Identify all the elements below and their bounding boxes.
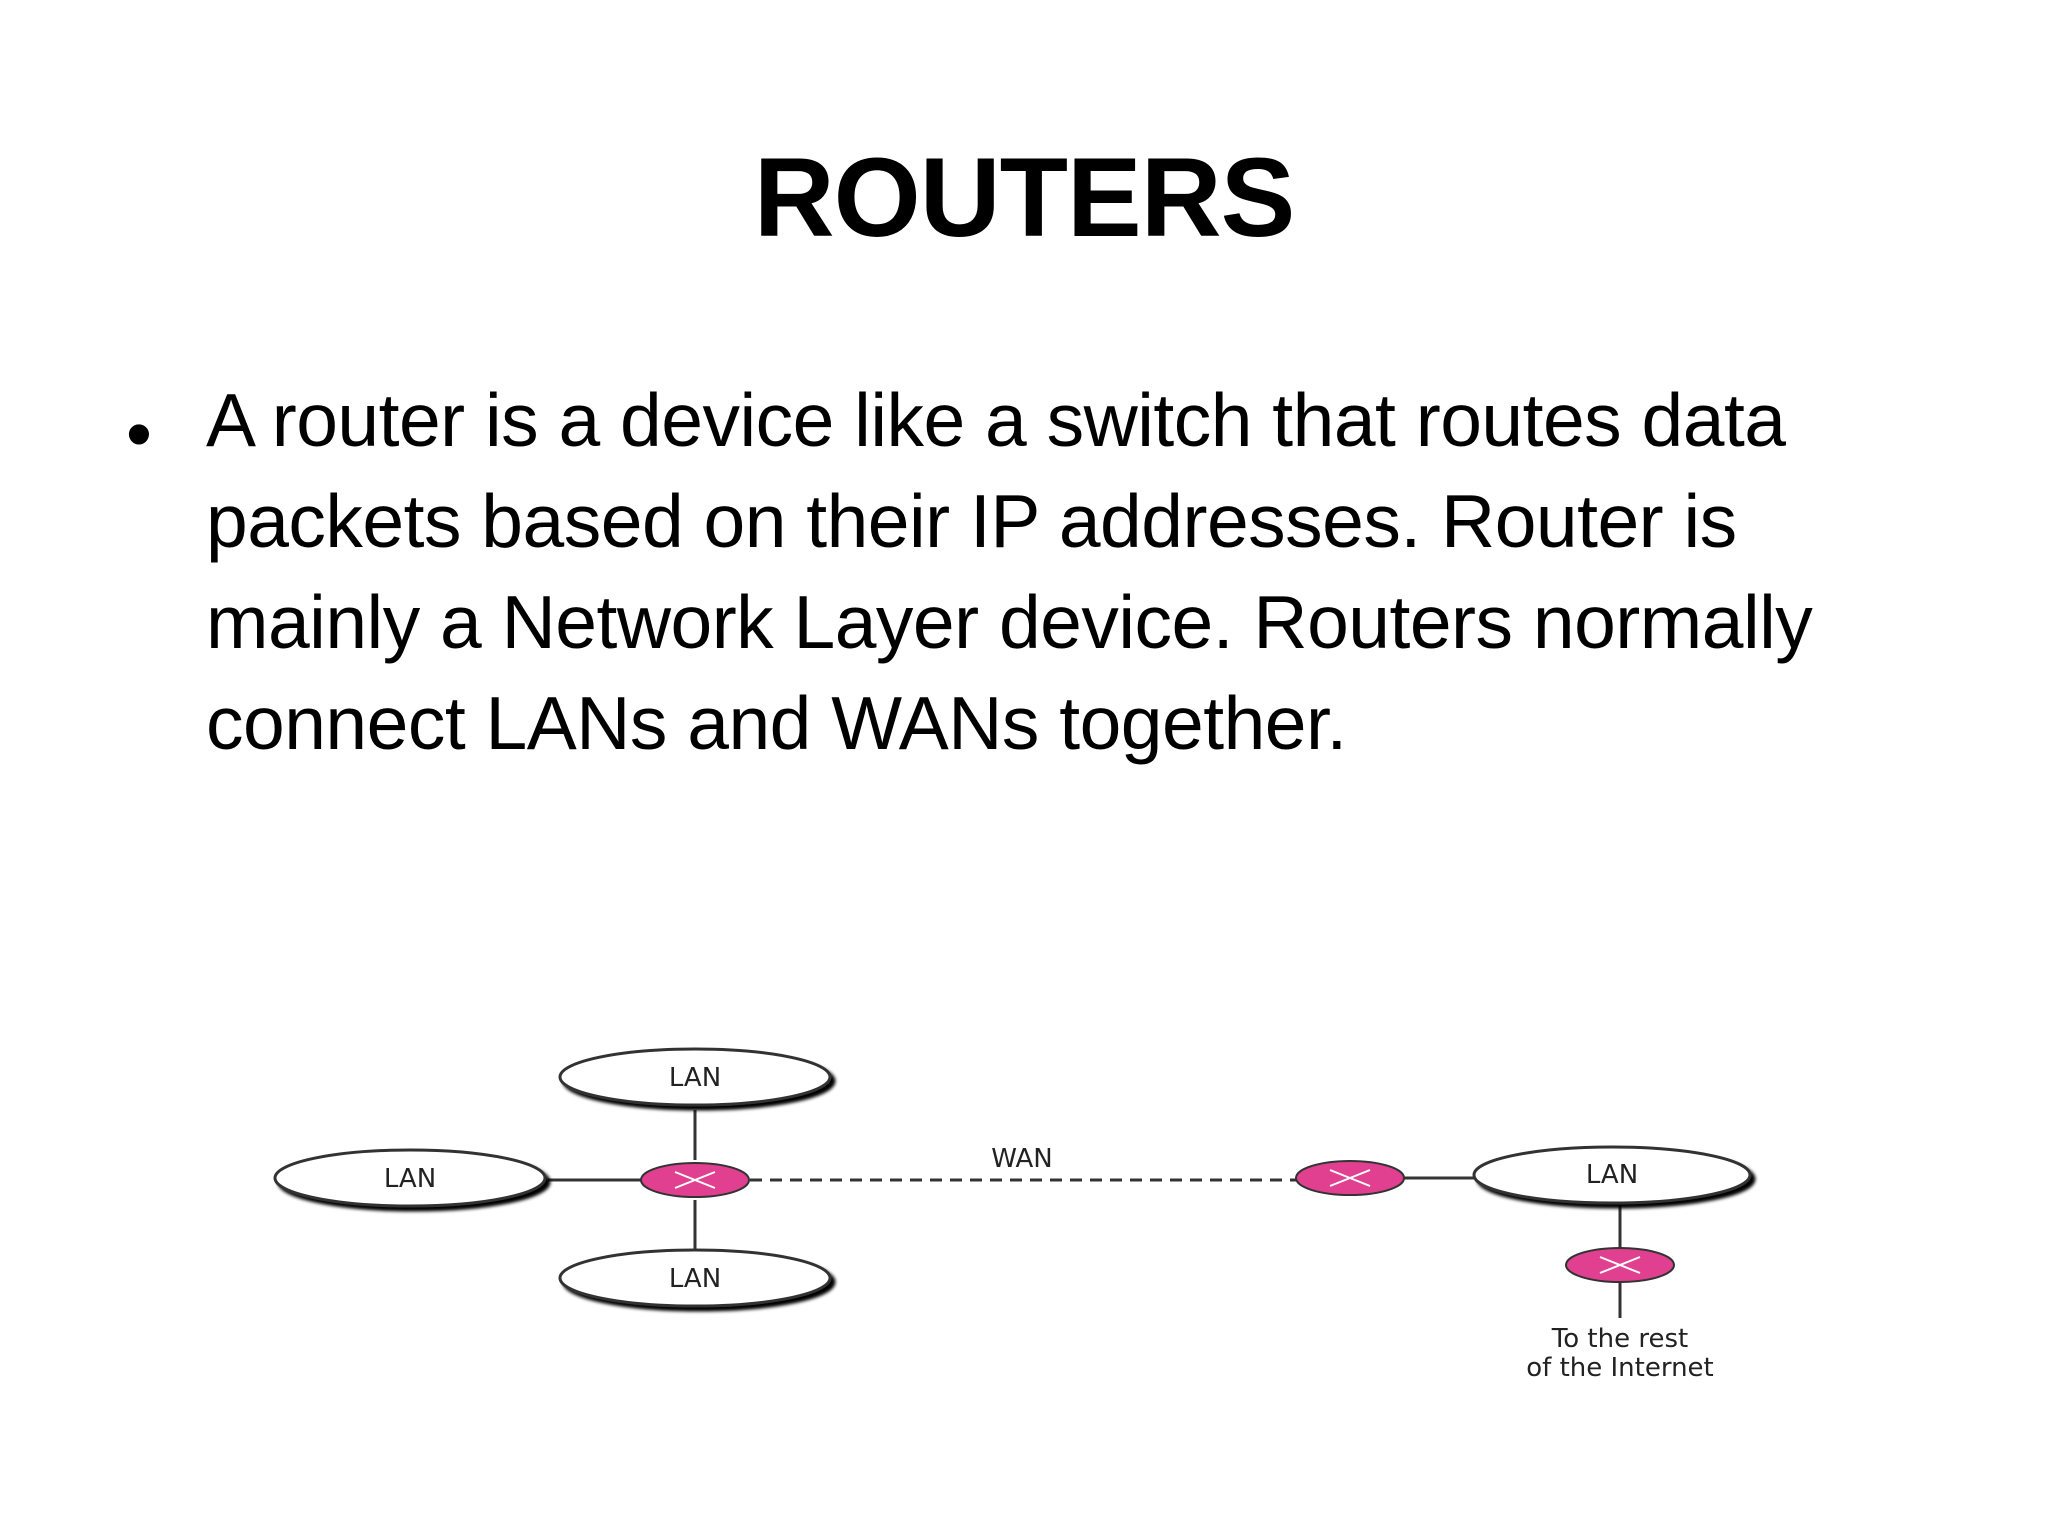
router-icon [1565, 1247, 1675, 1283]
lan-top-label: LAN [669, 1063, 721, 1093]
wan-label: WAN [991, 1144, 1053, 1174]
router-icon [640, 1162, 750, 1198]
router-icon [1295, 1160, 1405, 1196]
lan-top: LAN [558, 1047, 832, 1107]
lan-right: LAN [1472, 1145, 1752, 1205]
lan-bottom: LAN [558, 1248, 832, 1308]
lan-left: LAN [273, 1148, 547, 1208]
bullet-dot-icon: • [126, 392, 152, 475]
internet-label-line1: To the rest [1551, 1324, 1688, 1354]
lan-right-label: LAN [1586, 1160, 1638, 1190]
slide-title: ROUTERS [753, 135, 1296, 260]
diagram-links [548, 1110, 1622, 1318]
internet-label-line2: of the Internet [1526, 1353, 1714, 1383]
lan-bottom-label: LAN [669, 1264, 721, 1294]
lan-left-label: LAN [384, 1164, 436, 1194]
bullet-text: A router is a device like a switch that … [206, 378, 1813, 765]
